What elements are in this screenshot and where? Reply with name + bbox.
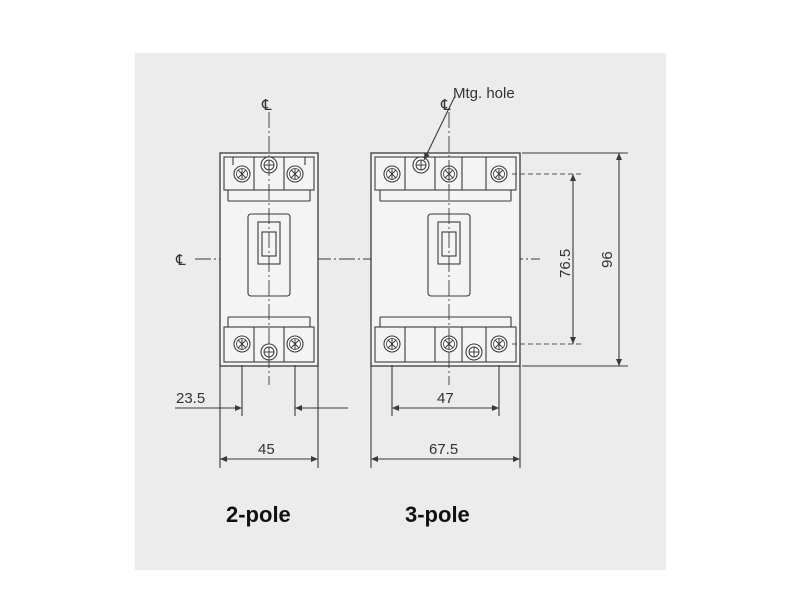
two-pole-title: 2-pole [226,502,291,527]
three-pole-centerline-symbol: ℄ [440,97,451,114]
two-pole-top-right-terminal-icon [286,165,304,183]
horizontal-centerline-symbol: ℄ [175,252,186,269]
two-pole-bottom-right-terminal-icon [286,335,304,353]
three-pole-title: 3-pole [405,502,470,527]
dim-76-5-label: 76.5 [557,249,574,278]
three-pole-top-terminal-3-icon [490,165,508,183]
dim-47-label: 47 [437,390,454,407]
mtg-hole-leader [423,95,456,161]
three-pole-bottom-mounting-hole-icon [465,343,483,361]
two-pole-centerline-symbol: ℄ [261,97,272,114]
three-pole-bottom-terminal-3-icon [490,335,508,353]
three-pole-body [370,152,521,367]
two-pole-top-left-terminal-icon [233,165,251,183]
two-pole-breaker: ℄ 23.5 45 2-pole [175,97,348,527]
three-pole-top-mounting-hole-icon [412,156,430,174]
three-pole-breaker: ℄ Mtg. hole 47 67.5 76.5 96 3-pole [370,85,628,527]
dim-23-5-label: 23.5 [176,390,205,407]
three-pole-bottom-terminal-1-icon [383,335,401,353]
two-pole-bottom-left-terminal-icon [233,335,251,353]
dim-45-label: 45 [258,441,275,458]
three-pole-top-terminal-1-icon [383,165,401,183]
dim-96-label: 96 [599,251,616,268]
mtg-hole-label: Mtg. hole [453,85,515,102]
dim-67-5-label: 67.5 [429,441,458,458]
